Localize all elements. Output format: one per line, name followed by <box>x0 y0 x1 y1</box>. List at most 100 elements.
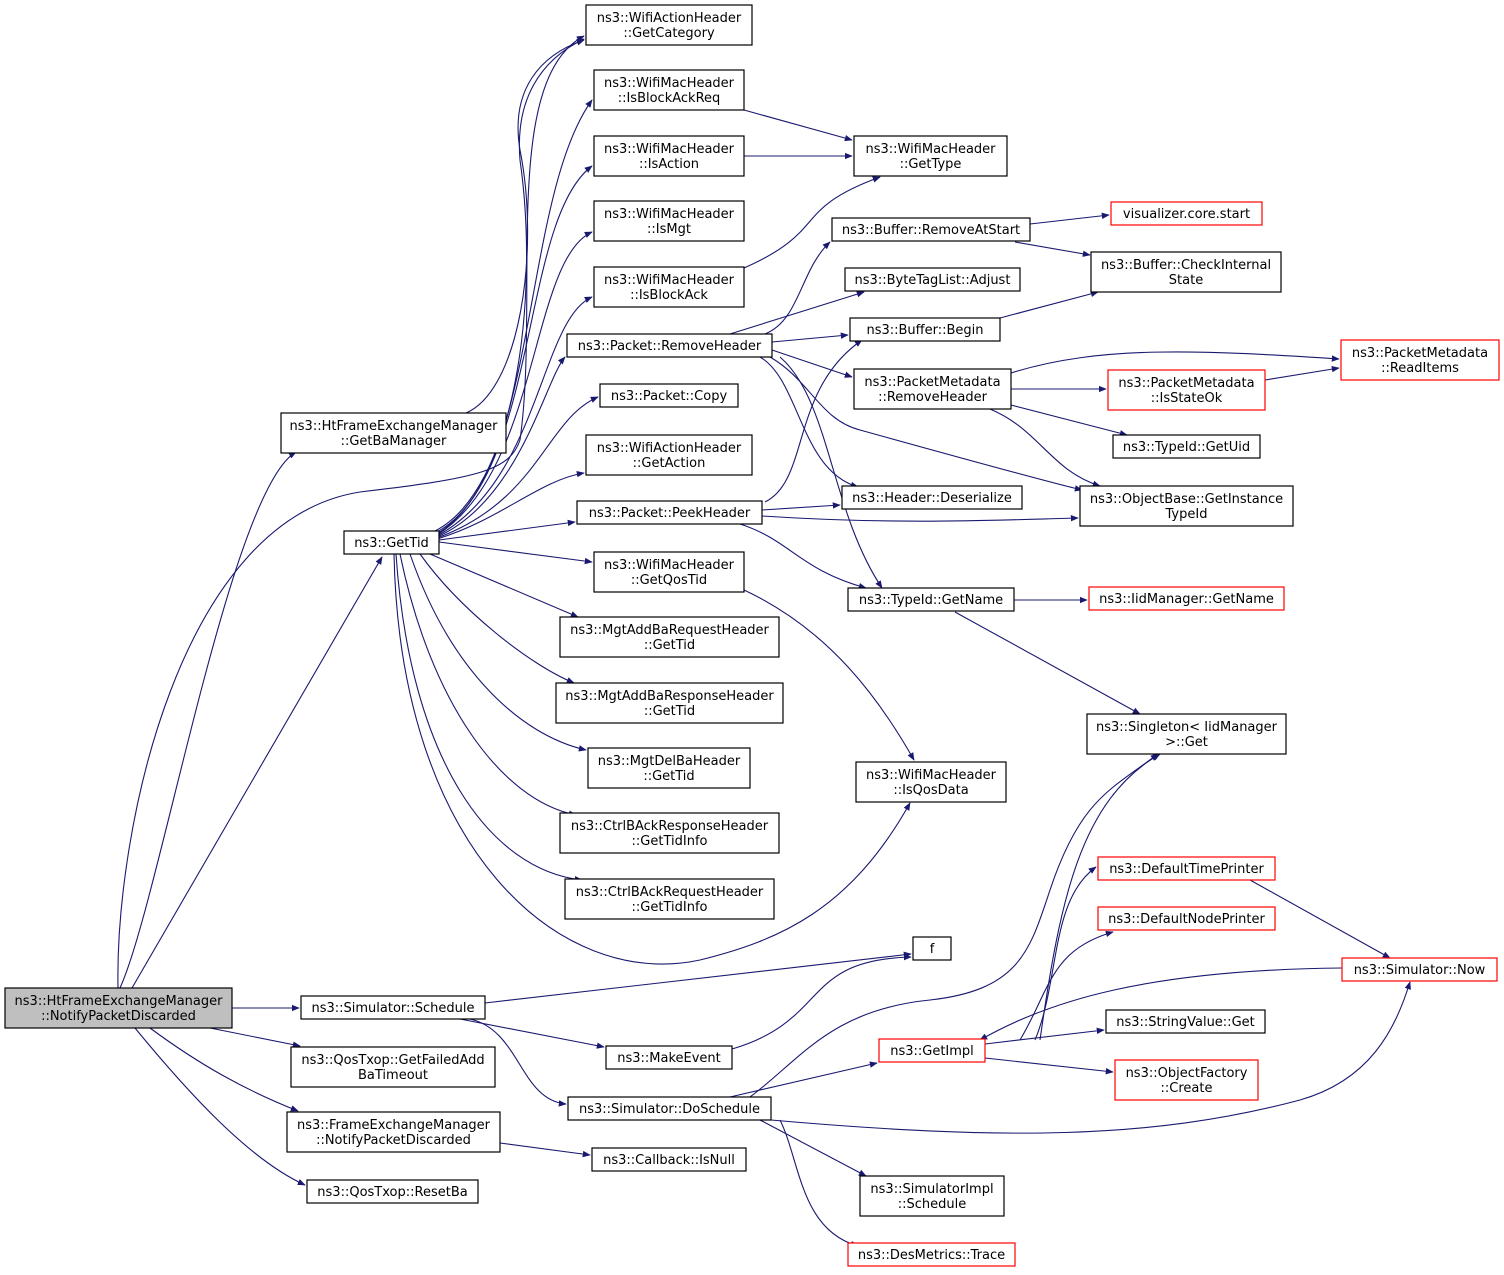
edge-simulatorNow-to-getImpl <box>979 967 1343 1041</box>
edge-doSchedule-to-getImpl <box>729 1061 878 1098</box>
node-typeIdGetName[interactable]: ns3::TypeId::GetName <box>847 587 1015 612</box>
node-box <box>555 682 784 724</box>
node-isQosData[interactable]: ns3::WifiMacHeader::IsQosData <box>855 761 1007 803</box>
node-label: ns3::DefaultTimePrinter <box>1109 862 1264 877</box>
node-packetCopy[interactable]: ns3::Packet::Copy <box>599 383 739 408</box>
node-label: ns3::TypeId::GetUid <box>1123 440 1250 455</box>
node-root[interactable]: ns3::HtFrameExchangeManager::NotifyPacke… <box>4 987 233 1029</box>
node-iidManagerGetName[interactable]: ns3::IidManager::GetName <box>1088 586 1285 611</box>
node-simulatorNow[interactable]: ns3::Simulator::Now <box>1341 957 1498 982</box>
node-getImpl[interactable]: ns3::GetImpl <box>878 1038 986 1063</box>
node-isBlockAckReq[interactable]: ns3::WifiMacHeader::IsBlockAckReq <box>593 69 745 111</box>
node-f[interactable]: f <box>912 936 952 961</box>
node-doSchedule[interactable]: ns3::Simulator::DoSchedule <box>567 1096 772 1121</box>
node-getTid[interactable]: ns3::GetTid <box>343 530 440 555</box>
edge-pmIsStateOk-to-pmReadItems <box>1264 365 1340 381</box>
node-pmRemoveHeader[interactable]: ns3::PacketMetadata::RemoveHeader <box>853 368 1012 410</box>
node-label: ns3::CtrlBAckRequestHeader <box>576 885 764 900</box>
node-getType[interactable]: ns3::WifiMacHeader::GetType <box>853 135 1008 177</box>
node-isBlockAck[interactable]: ns3::WifiMacHeader::IsBlockAck <box>593 266 745 308</box>
node-singletonGet[interactable]: ns3::Singleton< IidManager>::Get <box>1086 713 1287 755</box>
edge-getTid-to-packetCopy <box>436 396 599 539</box>
node-label: ::GetType <box>900 157 962 172</box>
node-label: ns3::GetTid <box>354 536 429 551</box>
node-bufferBegin[interactable]: ns3::Buffer::Begin <box>849 317 1001 342</box>
node-isMgt[interactable]: ns3::WifiMacHeader::IsMgt <box>593 200 745 242</box>
node-label: ns3::WifiMacHeader <box>604 207 735 222</box>
node-label: ns3::WifiMacHeader <box>604 273 735 288</box>
node-label: ::ReadItems <box>1381 361 1459 376</box>
edge-getTid-to-ctrlReqGetTidInfo <box>395 553 583 883</box>
node-addBaRespGetTid[interactable]: ns3::MgtAddBaResponseHeader::GetTid <box>555 682 784 724</box>
node-label: ns3::TypeId::GetName <box>859 593 1003 608</box>
node-box <box>605 1045 733 1070</box>
node-getQosTid[interactable]: ns3::WifiMacHeader::GetQosTid <box>593 551 745 593</box>
node-typeIdGetUid[interactable]: ns3::TypeId::GetUid <box>1112 434 1261 459</box>
node-box <box>1340 339 1500 381</box>
node-bufferRemoveAtStart[interactable]: ns3::Buffer::RemoveAtStart <box>831 217 1031 242</box>
node-label: ns3::WifiMacHeader <box>604 142 735 157</box>
node-feNotifyPacketDiscarded[interactable]: ns3::FrameExchangeManager::NotifyPacketD… <box>286 1111 501 1153</box>
node-byteTagListAdjust[interactable]: ns3::ByteTagList::Adjust <box>844 267 1021 292</box>
node-ctrlRespGetTidInfo[interactable]: ns3::CtrlBAckResponseHeader::GetTidInfo <box>559 812 780 854</box>
node-actionGetCategory[interactable]: ns3::WifiActionHeader::GetCategory <box>585 4 753 46</box>
edge-packetRemoveHeader-to-headerDeserialize <box>759 356 859 489</box>
edge-getTid-to-packetRemoveHeader <box>436 356 566 538</box>
edge-getImpl-to-objectFactoryCreate <box>984 1057 1114 1075</box>
node-label: ::GetQosTid <box>631 573 707 588</box>
node-box <box>280 412 507 454</box>
node-isAction[interactable]: ns3::WifiMacHeader::IsAction <box>593 135 745 177</box>
edge-schedule-to-f <box>484 951 912 1004</box>
node-label: ns3::WifiMacHeader <box>866 768 997 783</box>
node-label: ns3::Simulator::DoSchedule <box>579 1102 760 1117</box>
node-ctrlReqGetTidInfo[interactable]: ns3::CtrlBAckRequestHeader::GetTidInfo <box>564 878 775 920</box>
edge-pmRemoveHeader-to-typeIdGetUid <box>1010 404 1128 437</box>
node-visualizerStart[interactable]: visualizer.core.start <box>1110 201 1263 226</box>
node-defaultTimePrinter[interactable]: ns3::DefaultTimePrinter <box>1097 856 1276 881</box>
node-label: ns3::Header::Deserialize <box>852 491 1012 506</box>
node-defaultNodePrinter[interactable]: ns3::DefaultNodePrinter <box>1097 906 1276 931</box>
node-pmIsStateOk[interactable]: ns3::PacketMetadata::IsStateOk <box>1107 369 1266 411</box>
node-label: ::Schedule <box>898 1197 967 1212</box>
node-actionGetAction[interactable]: ns3::WifiActionHeader::GetAction <box>585 434 753 476</box>
edge-bufferRemoveAtStart-to-visualizerStart <box>1029 212 1110 225</box>
node-label: ns3::WifiActionHeader <box>597 441 742 456</box>
node-headerDeserialize[interactable]: ns3::Header::Deserialize <box>841 485 1023 510</box>
node-label: ns3::StringValue::Get <box>1116 1015 1254 1030</box>
edge-pmRemoveHeader-to-getInstanceTypeId <box>989 408 1101 487</box>
node-simImplSchedule[interactable]: ns3::SimulatorImpl::Schedule <box>859 1175 1005 1217</box>
node-schedule[interactable]: ns3::Simulator::Schedule <box>300 995 486 1020</box>
node-box <box>1079 485 1294 527</box>
node-stringValueGet[interactable]: ns3::StringValue::Get <box>1105 1009 1266 1034</box>
edge-getQosTid-to-isQosData <box>743 589 915 761</box>
node-box <box>1112 434 1261 459</box>
node-box <box>593 69 745 111</box>
node-delBaGetTid[interactable]: ns3::MgtDelBaHeader::GetTid <box>587 747 751 789</box>
node-packetPeekHeader[interactable]: ns3::Packet::PeekHeader <box>576 500 763 525</box>
node-box <box>912 936 952 961</box>
node-box <box>286 1111 501 1153</box>
node-box <box>559 812 780 854</box>
node-callbackIsNull[interactable]: ns3::Callback::IsNull <box>591 1147 747 1172</box>
node-resetBa[interactable]: ns3::QosTxop::ResetBa <box>306 1179 479 1204</box>
node-desMetricsTrace[interactable]: ns3::DesMetrics::Trace <box>847 1242 1016 1267</box>
node-label: ::GetAction <box>633 456 706 471</box>
node-packetRemoveHeader[interactable]: ns3::Packet::RemoveHeader <box>566 333 773 358</box>
node-pmReadItems[interactable]: ns3::PacketMetadata::ReadItems <box>1340 339 1500 381</box>
node-objectFactoryCreate[interactable]: ns3::ObjectFactory::Create <box>1114 1059 1259 1101</box>
node-addBaReqGetTid[interactable]: ns3::MgtAddBaRequestHeader::GetTid <box>559 616 780 658</box>
node-label: ns3::FrameExchangeManager <box>297 1118 491 1133</box>
node-getBaManager[interactable]: ns3::HtFrameExchangeManager::GetBaManage… <box>280 412 507 454</box>
edge-root-to-getBaManager <box>119 451 297 989</box>
node-makeEvent[interactable]: ns3::MakeEvent <box>605 1045 733 1070</box>
edge-getImpl-to-singletonGet <box>1039 753 1161 1041</box>
edge-getTid-to-packetPeekHeader <box>438 519 576 541</box>
node-label: ns3::Buffer::RemoveAtStart <box>842 223 1020 238</box>
edge-packetPeekHeader-to-bufferBegin <box>764 339 863 503</box>
node-label: ::IsAction <box>639 157 699 172</box>
edge-getTid-to-ctrlRespGetTidInfo <box>399 553 577 817</box>
edge-defaultTimePrinter-to-simulatorNow <box>1249 879 1391 959</box>
